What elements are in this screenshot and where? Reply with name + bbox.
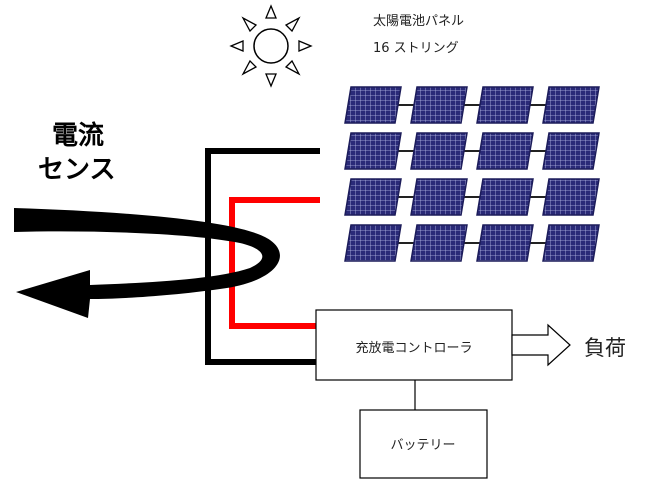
battery-label: バッテリー	[390, 438, 455, 453]
solar-panel	[542, 86, 600, 124]
positive-wire	[229, 197, 320, 329]
charge-controller-label: 充放電コントローラ	[355, 340, 472, 356]
charge-controller-box	[315, 309, 513, 381]
current-sense-arrow	[14, 208, 280, 318]
negative-wire	[205, 148, 320, 365]
battery-box	[359, 409, 488, 479]
solar-panel	[410, 224, 468, 262]
solar-panel	[542, 224, 600, 262]
solar-panel	[344, 132, 402, 170]
solar-panel	[344, 86, 402, 124]
current-sense-label-line2: センス	[38, 155, 115, 185]
solar-panel	[476, 86, 534, 124]
arrow-right-icon	[511, 323, 571, 367]
panel-label-line2: 16 ストリング	[373, 41, 459, 56]
solar-panel	[542, 132, 600, 170]
solar-panel	[542, 178, 600, 216]
sun-icon	[229, 4, 313, 88]
solar-panel	[410, 132, 468, 170]
solar-panel	[476, 178, 534, 216]
solar-panel	[476, 132, 534, 170]
solar-panel-array	[344, 86, 600, 262]
solar-panel	[410, 86, 468, 124]
solar-panel	[344, 178, 402, 216]
solar-panel	[410, 178, 468, 216]
current-sense-label-line1: 電流	[52, 121, 104, 151]
solar-panel	[344, 224, 402, 262]
solar-panel	[476, 224, 534, 262]
load-label: 負荷	[584, 336, 626, 360]
panel-label-line1: 太陽電池パネル	[373, 14, 464, 29]
